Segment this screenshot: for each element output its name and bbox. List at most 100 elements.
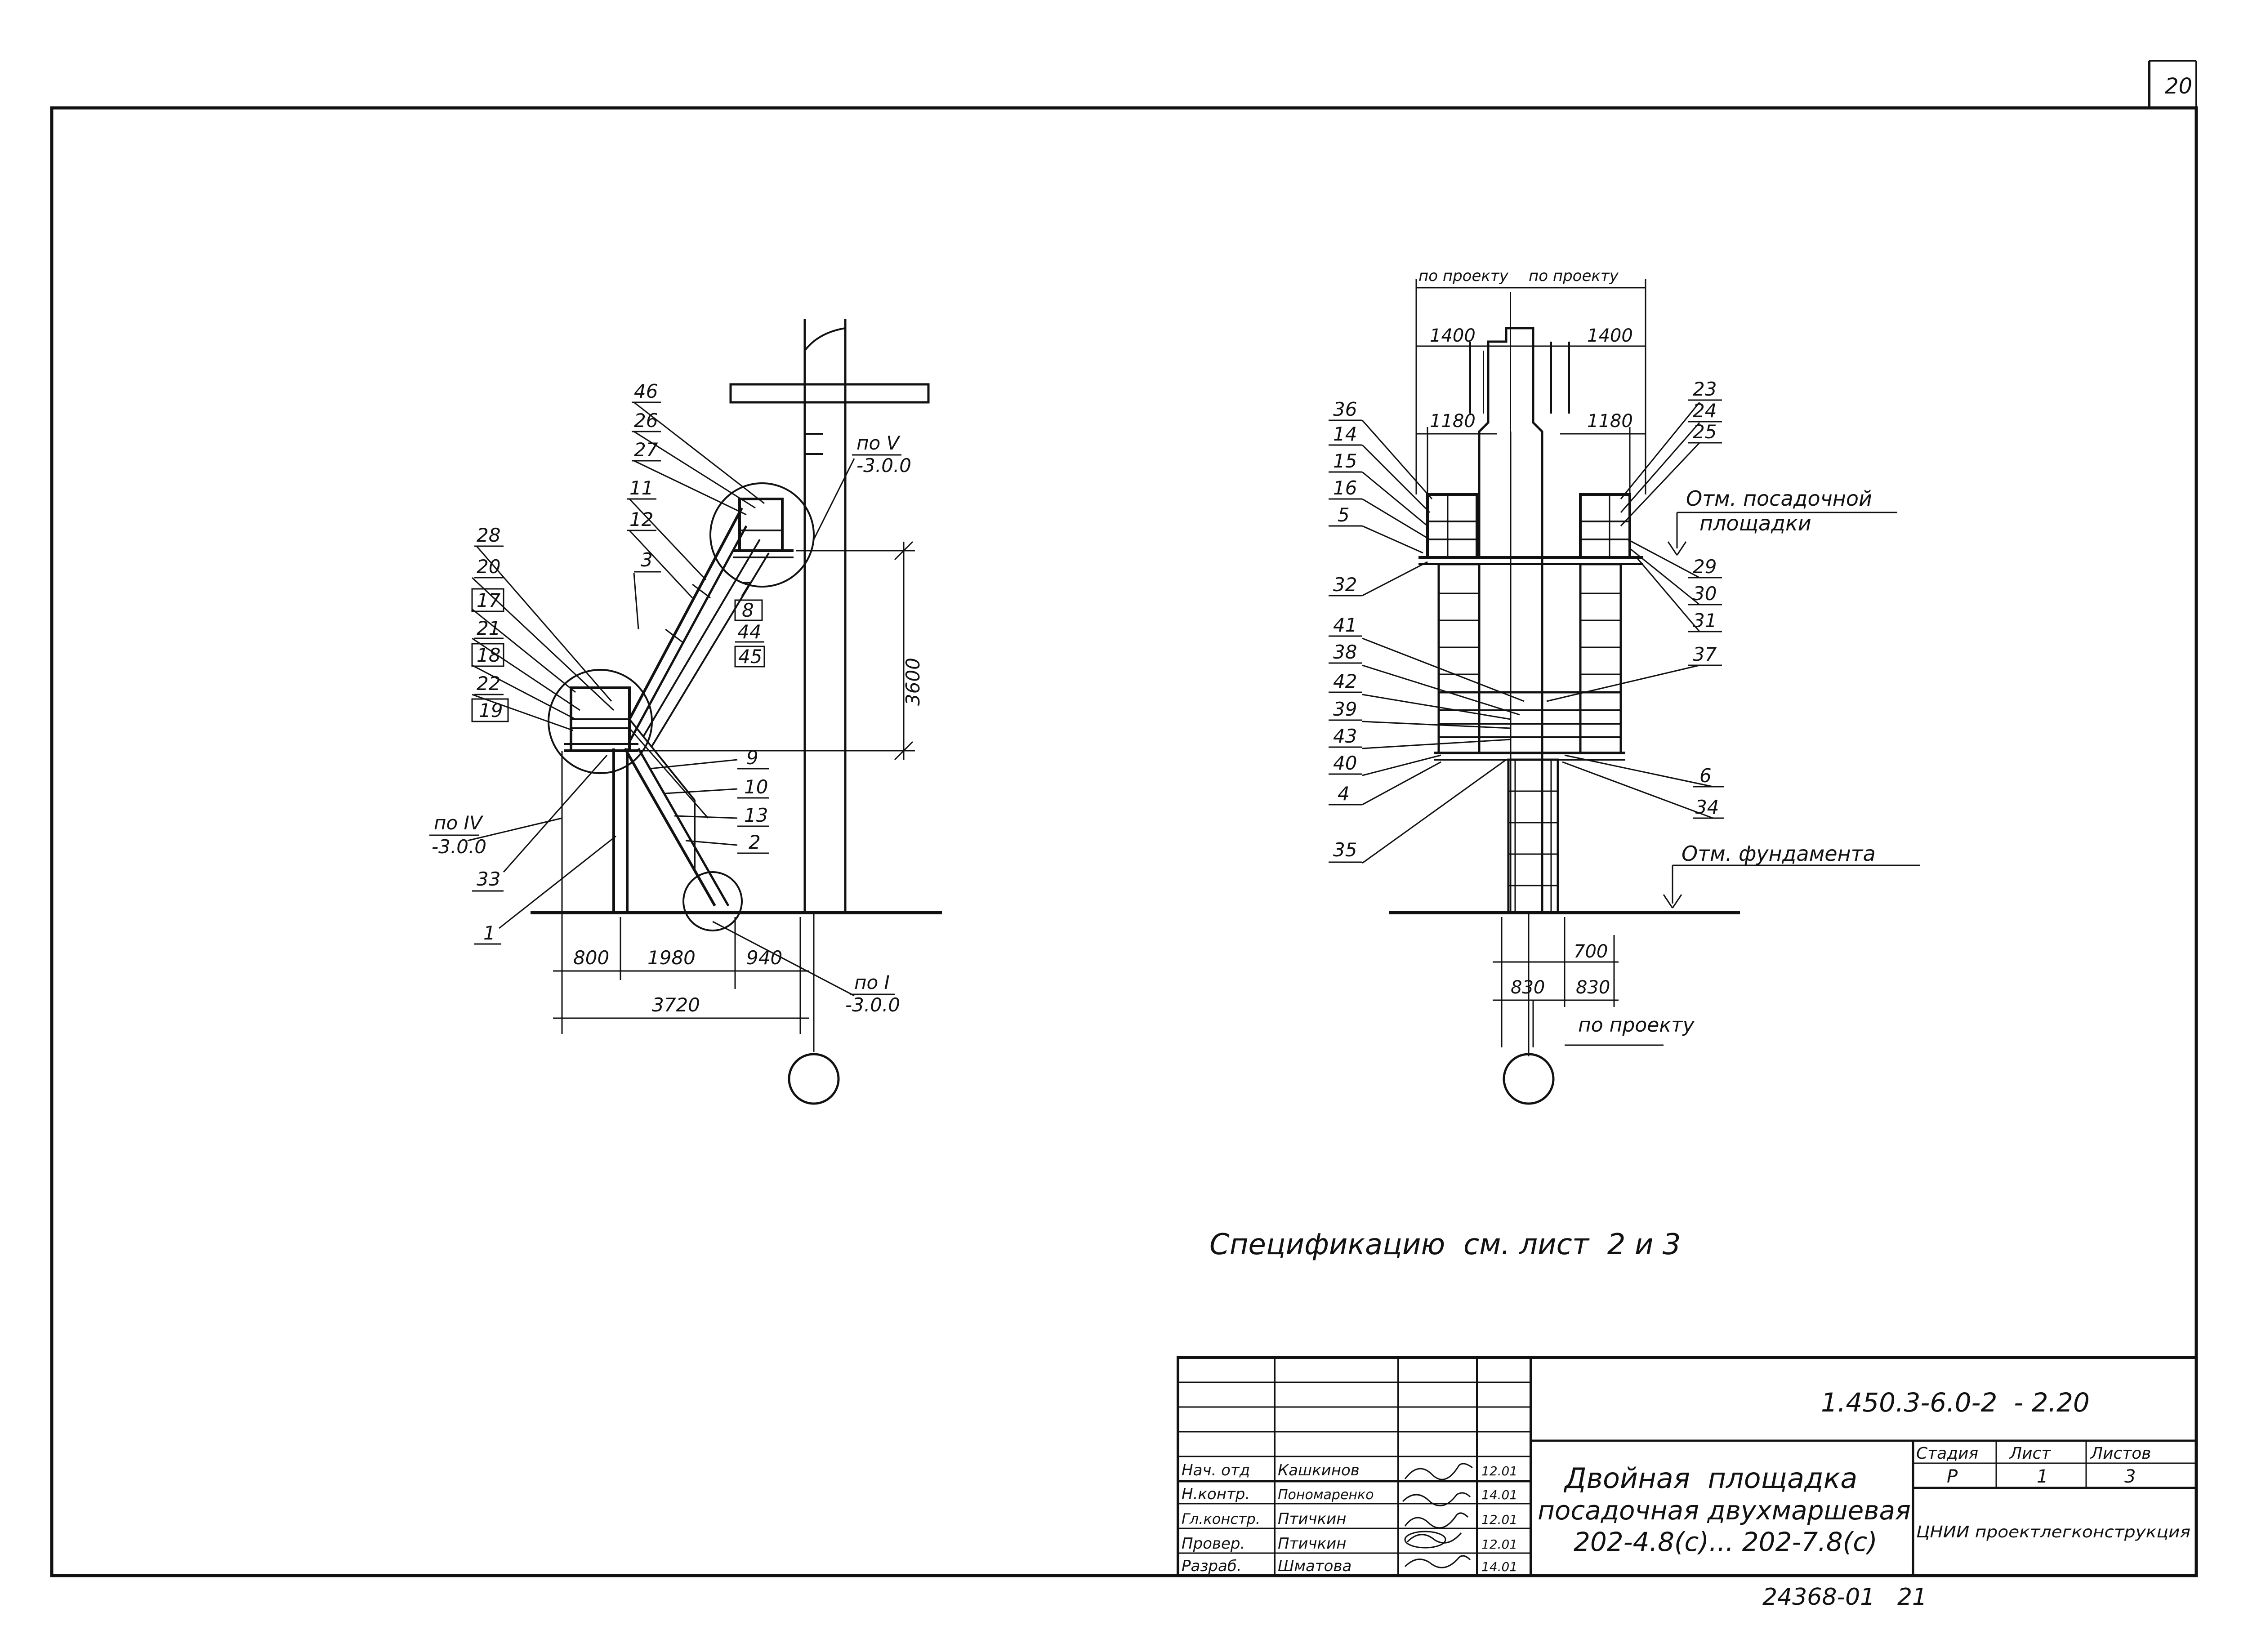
callouts-mid: 7 8 44 45	[734, 578, 765, 668]
dim-940: 940	[746, 947, 782, 969]
callout-3: 3	[641, 549, 653, 571]
callout-1: 1	[483, 922, 495, 944]
drawing-title-line3: 202-4.8(с)... 202-7.8(с)	[1574, 1527, 1878, 1557]
callout-32: 32	[1333, 574, 1357, 596]
left-view-callouts: 46 26 27 11 12 3 2 8 20 1 7 21 18 22	[471, 380, 769, 945]
callout-39: 39	[1333, 698, 1357, 720]
row-date-0: 12.01	[1481, 1464, 1517, 1478]
callout-42: 42	[1333, 670, 1357, 692]
callouts-lower: 9 10 13 2	[737, 747, 769, 854]
right-view	[1389, 279, 1920, 1105]
dim-1180-right: 1180	[1587, 411, 1633, 432]
callout-25: 25	[1693, 421, 1717, 443]
callout-8: 8	[742, 599, 754, 621]
callout-14: 14	[1333, 423, 1357, 445]
signatures	[1402, 1463, 1473, 1568]
ref-left-value: -3.0.0	[432, 836, 486, 858]
callout-27: 27	[634, 439, 658, 461]
row-date-3: 12.01	[1481, 1537, 1517, 1552]
callout-4: 4	[1338, 783, 1350, 805]
callout-11: 11	[629, 477, 653, 499]
callout-31: 31	[1693, 610, 1717, 632]
dim-bottom-project: по проекту	[1578, 1014, 1695, 1037]
right-view-dims: по проекту по проекту 1400 1400 1180 118…	[1418, 267, 1695, 1037]
sheets-header: Листов	[2090, 1444, 2151, 1463]
mark-platform-line1: Отм. посадочной	[1686, 486, 1872, 511]
sheets-value: 3	[2124, 1466, 2136, 1487]
callout-35: 35	[1333, 839, 1357, 861]
callout-33: 33	[477, 868, 500, 890]
row-name-4: Шматова	[1278, 1557, 1351, 1575]
callout-22: 22	[477, 672, 500, 695]
ref-bottom-value: -3.0.0	[845, 994, 900, 1016]
callout-19: 19	[479, 699, 503, 721]
callout-26: 26	[634, 410, 658, 432]
callout-10: 10	[744, 776, 768, 798]
callout-41: 41	[1333, 614, 1357, 636]
callout-24: 24	[1693, 400, 1717, 422]
callout-5: 5	[1338, 504, 1350, 526]
callout-2: 2	[749, 831, 761, 853]
callout-18: 18	[477, 644, 500, 666]
callouts-upper: 46 26 27 11 12 3	[627, 380, 661, 573]
row-role-0: Нач. отд	[1182, 1461, 1250, 1479]
callout-38: 38	[1333, 641, 1357, 663]
row-role-3: Провер.	[1182, 1535, 1245, 1553]
row-name-3: Птичкин	[1278, 1535, 1346, 1553]
dim-1980: 1980	[647, 947, 696, 969]
dim-800: 800	[573, 947, 609, 969]
sheet-header: Лист	[2009, 1444, 2051, 1463]
row-name-2: Птичкин	[1278, 1510, 1346, 1528]
dim-1400-right: 1400	[1587, 325, 1633, 346]
callout-43: 43	[1333, 725, 1357, 747]
callout-9: 9	[746, 747, 758, 769]
callout-36: 36	[1333, 398, 1357, 420]
callouts-right-left: 36 14 15 16 5 32 41 38 42 39 43 40 4	[1329, 398, 1362, 863]
specification-note: Спецификацию см. лист 2 и 3	[1209, 1228, 1681, 1261]
callout-15: 15	[1333, 450, 1357, 472]
callout-34: 34	[1695, 796, 1719, 818]
ref-top-label: по V	[856, 432, 901, 454]
dim-top-left: по проекту	[1418, 267, 1509, 285]
row-date-2: 12.01	[1481, 1512, 1517, 1527]
callout-30: 30	[1693, 583, 1717, 605]
left-view-refs: по V -3.0.0 по IV -3.0.0 по I -3.0.0	[429, 432, 911, 1016]
archive-number: 24368-01 21	[1762, 1584, 1927, 1611]
mark-platform-line2: площадки	[1699, 511, 1811, 535]
callouts-left: 28 20 17 21 18 22 19	[471, 524, 509, 722]
left-view-leaders	[467, 401, 855, 997]
organization: ЦНИИ проектлегконструкция	[1916, 1523, 2190, 1541]
callout-45: 45	[738, 646, 762, 668]
dim-700: 700	[1574, 941, 1608, 962]
row-role-2: Гл.констр.	[1182, 1510, 1260, 1527]
left-view-dims: 3600 800 1980 940 3720	[573, 658, 924, 1016]
right-view-callouts: 36 14 15 16 5 32 41 38 42 39 43 40 4	[1329, 378, 1724, 863]
dim-1180-left: 1180	[1430, 411, 1476, 432]
dim-830-right: 830	[1576, 977, 1610, 998]
sheet-value: 1	[2037, 1466, 2048, 1487]
row-date-4: 14.01	[1481, 1559, 1517, 1574]
sheet-frame: 20	[50, 60, 2198, 1577]
dim-height-3600: 3600	[902, 658, 924, 706]
sheet-number: 20	[2165, 74, 2192, 99]
stage-header: Стадия	[1916, 1444, 1978, 1463]
drawing-title-line2: посадочная двухмаршевая	[1538, 1495, 1911, 1526]
dim-3720: 3720	[652, 994, 700, 1016]
dim-830-left: 830	[1511, 977, 1545, 998]
doc-code: 1.450.3-6.0-2 - 2.20	[1821, 1387, 2090, 1418]
callout-40: 40	[1333, 752, 1357, 774]
row-role-4: Разраб.	[1182, 1557, 1242, 1575]
title-block-text: 1.450.3-6.0-2 - 2.20 Нач. отд Кашкинов 1…	[1182, 1387, 2190, 1575]
callout-6: 6	[1699, 765, 1712, 787]
callout-7: 7	[740, 578, 752, 600]
row-role-1: Н.контр.	[1182, 1485, 1250, 1503]
row-name-1: Пономаренко	[1278, 1487, 1374, 1503]
callout-20: 20	[477, 556, 500, 578]
callout-21: 21	[477, 617, 500, 639]
dim-top-right: по проекту	[1529, 267, 1619, 285]
row-date-1: 14.01	[1481, 1487, 1517, 1502]
callout-16: 16	[1333, 477, 1357, 499]
callouts-right-side: 23 24 25 29 30 31 37 6 34	[1688, 378, 1724, 819]
callout-12: 12	[629, 508, 653, 530]
